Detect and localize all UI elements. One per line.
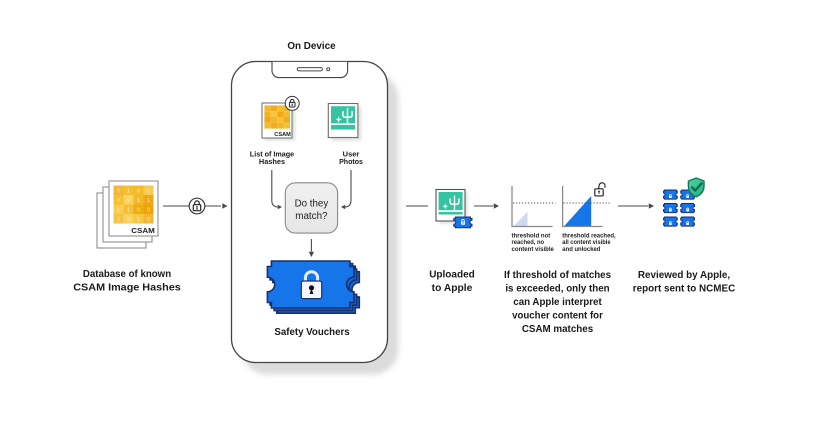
svg-text:On Device: On Device [287,41,336,52]
svg-text:0: 0 [117,198,120,204]
svg-text:Database of known: Database of known [83,269,171,280]
svg-text:User: User [343,149,360,158]
svg-text:0: 0 [147,207,150,213]
svg-text:0: 0 [137,188,140,194]
svg-text:0: 0 [117,188,120,194]
svg-text:Safety Vouchers: Safety Vouchers [274,327,350,338]
svg-text:CSAM matches: CSAM matches [522,324,594,335]
svg-text:1: 1 [127,207,130,213]
svg-text:0: 0 [147,188,150,194]
svg-text:to Apple: to Apple [432,283,473,294]
svg-text:0: 0 [147,217,150,223]
svg-text:1: 1 [127,188,130,194]
svg-text:can Apple interpret: can Apple interpret [513,297,602,308]
svg-text:all content visible: all content visible [562,239,611,246]
svg-text:Uploaded: Uploaded [429,270,475,281]
svg-text:0: 0 [127,217,130,223]
svg-text:threshold reached,: threshold reached, [562,232,616,239]
svg-text:CSAM Image Hashes: CSAM Image Hashes [73,283,181,294]
svg-text:Hashes: Hashes [259,157,285,166]
svg-text:CSAM: CSAM [274,132,291,138]
svg-text:List of Image: List of Image [250,149,294,158]
svg-text:and unlocked: and unlocked [562,246,600,253]
svg-text:voucher content for: voucher content for [512,310,603,321]
svg-text:CSAM: CSAM [131,226,155,235]
svg-text:match?: match? [295,211,328,222]
svg-text:Reviewed by Apple,: Reviewed by Apple, [638,270,730,281]
svg-text:reached, no: reached, no [512,239,545,246]
svg-text:1: 1 [117,207,120,213]
svg-text:content visible: content visible [512,246,555,253]
svg-text:0: 0 [117,217,120,223]
svg-text:threshold not: threshold not [512,232,551,239]
svg-text:0: 0 [137,207,140,213]
svg-text:If threshold of matches: If threshold of matches [504,270,611,281]
svg-text:1: 1 [137,198,140,204]
svg-text:report sent to NCMEC: report sent to NCMEC [633,284,736,295]
svg-text:1: 1 [147,198,150,204]
svg-text:is exceeded, only then: is exceeded, only then [505,283,609,294]
svg-text:Do they: Do they [295,198,329,209]
svg-text:1: 1 [137,217,140,223]
svg-text:Photos: Photos [339,157,363,166]
svg-text:0: 0 [127,198,130,204]
